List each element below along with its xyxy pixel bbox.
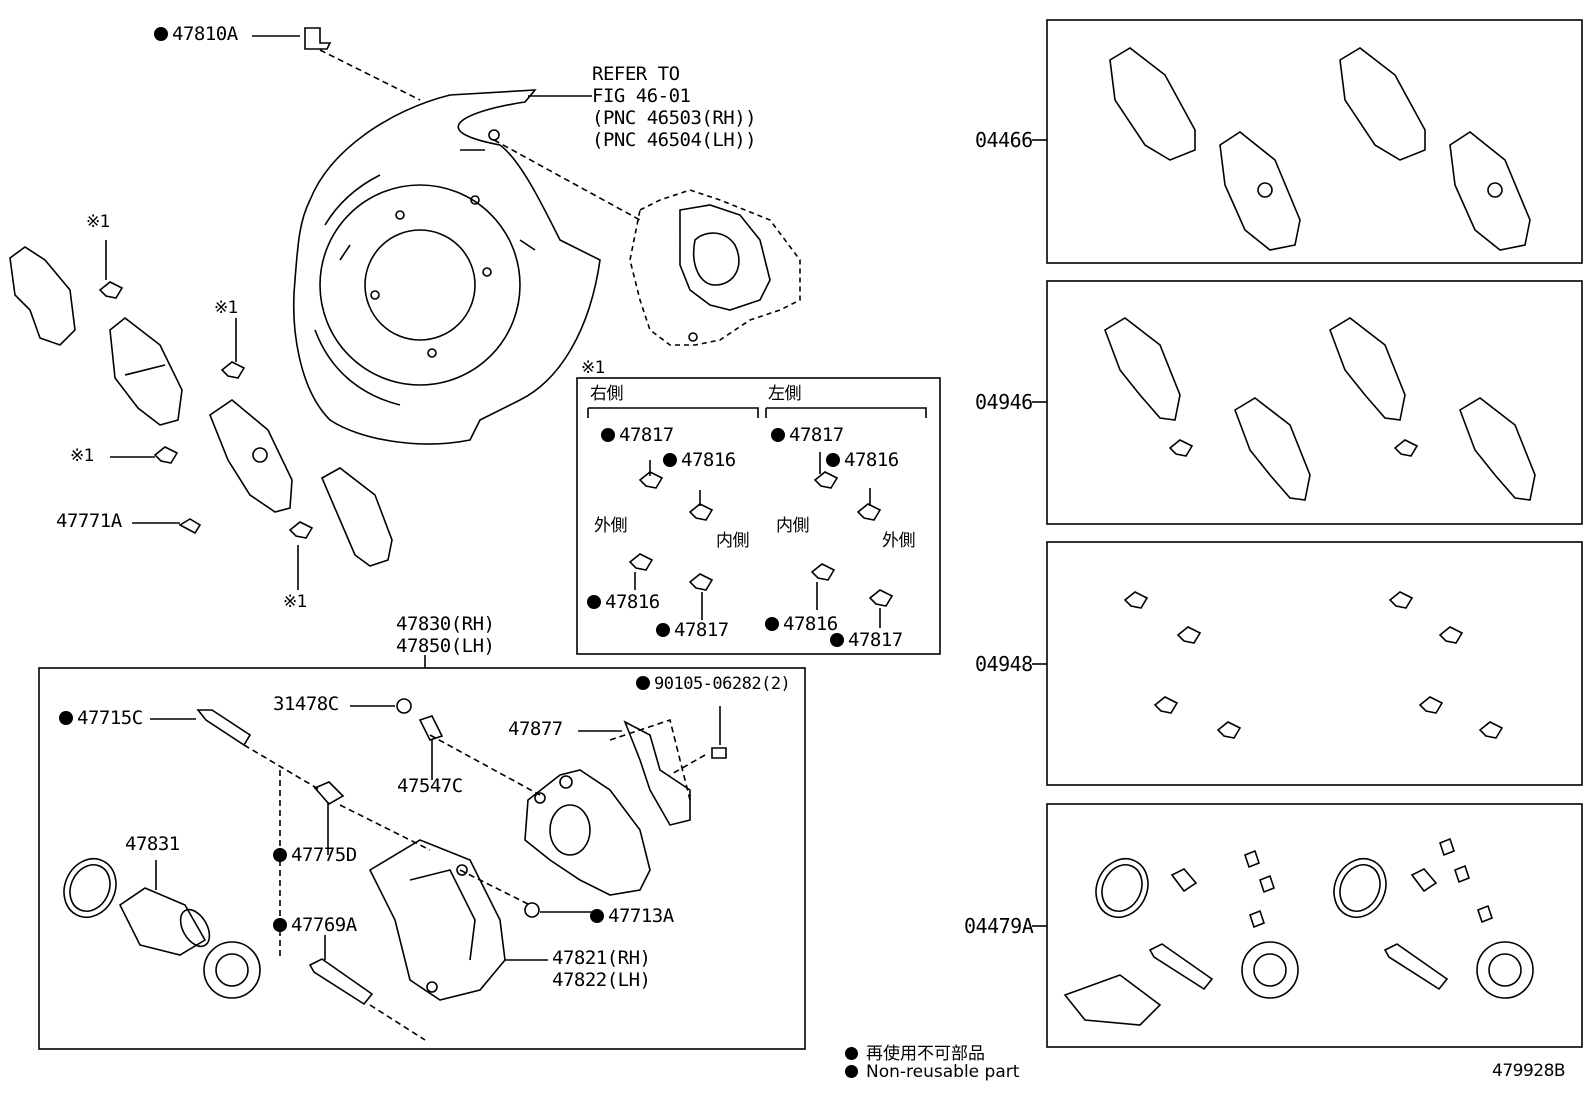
- kit-code-04946: 04946: [975, 390, 1033, 414]
- label-31478C: 31478C: [273, 693, 339, 715]
- inset-47816: 47816: [826, 450, 899, 470]
- figure-code: 479928B: [1492, 1061, 1566, 1081]
- inset-47817: 47817: [771, 425, 844, 445]
- inset-47817: 47817: [656, 620, 729, 640]
- label-47771A: 47771A: [56, 510, 122, 532]
- dust-cover-plate: [292, 89, 601, 445]
- label-47713A: 47713A: [590, 906, 674, 926]
- label-47830RH: 47830(RH): [396, 613, 495, 635]
- label-47769A: 47769A: [273, 915, 357, 935]
- legend-japanese: 再使用不可部品: [845, 1039, 985, 1064]
- label-47821RH: 47821(RH): [552, 947, 651, 969]
- label-47547C: 47547C: [397, 775, 463, 797]
- dust-boot-ring: [203, 941, 261, 999]
- inset-47816: 47816: [663, 450, 736, 470]
- label-47775D: 47775D: [273, 845, 357, 865]
- note-mark: ※1: [214, 298, 239, 318]
- label-47850LH: 47850(LH): [396, 635, 495, 657]
- kit-code-04948: 04948: [975, 652, 1033, 676]
- kit-code-04466: 04466: [975, 128, 1033, 152]
- inset-outer-label: 外側: [882, 531, 916, 551]
- inset-left-side: 左側: [768, 384, 802, 404]
- note-mark: ※1: [86, 212, 111, 232]
- refer-line-4: (PNC 46504(LH)): [592, 129, 757, 151]
- mount-bracket: [368, 839, 506, 1001]
- kit-04479A-seals: [1063, 837, 1534, 1026]
- pad-shim-left: [9, 246, 76, 346]
- caliper-boot: [313, 781, 345, 806]
- inset-note-mark: ※1: [581, 358, 606, 378]
- label-47831: 47831: [125, 833, 180, 855]
- label-47715C: 47715C: [59, 708, 143, 728]
- refer-line-3: (PNC 46503(RH)): [592, 107, 757, 129]
- inset-47817: 47817: [830, 630, 903, 650]
- note-mark: ※1: [283, 592, 308, 612]
- label-47810A: 47810A: [154, 24, 238, 44]
- inset-outer-label: 外側: [594, 516, 628, 536]
- pad-left-inner: [209, 398, 293, 513]
- pad-support-plate: [623, 720, 691, 826]
- caliper-assembly-frame: [38, 667, 806, 1050]
- inset-inner-label: 内側: [776, 516, 810, 536]
- piston-47831: [118, 887, 211, 956]
- legend-english: Non-reusable part: [845, 1062, 1019, 1082]
- piston-seal-ring: [63, 858, 117, 918]
- pin-bolt-47715C: [196, 709, 252, 747]
- kit-frame-04946: [1046, 280, 1583, 525]
- kit-frame-04948: [1046, 541, 1583, 786]
- inset-inner-label: 内側: [716, 531, 750, 551]
- kit-code-04479A: 04479A: [964, 914, 1034, 938]
- inset-right-side: 右側: [590, 384, 624, 404]
- kit-frame-04479A: [1046, 803, 1583, 1048]
- pad-left-outer: [109, 316, 183, 426]
- label-90105-06282: 90105-06282(2): [636, 674, 791, 694]
- kit-04466-pads: [1109, 47, 1531, 251]
- label-47877: 47877: [508, 718, 563, 740]
- kit-04948-clips: [1123, 591, 1504, 739]
- refer-line-2: FIG 46-01: [592, 85, 691, 107]
- kit-04946-shims: [1104, 317, 1536, 501]
- caliper-body: [524, 769, 651, 896]
- note-mark: ※1: [70, 446, 95, 466]
- inset-47817: 47817: [601, 425, 674, 445]
- label-47822LH: 47822(LH): [552, 969, 651, 991]
- guide-pin-47769A: [308, 958, 374, 1006]
- inset-47816: 47816: [587, 592, 660, 612]
- inset-47816: 47816: [765, 614, 838, 634]
- refer-line-1: REFER TO: [592, 63, 680, 85]
- caliper-outline-top: [629, 189, 801, 346]
- clip-inset-frame: [576, 377, 941, 655]
- pad-shim-right: [320, 467, 393, 567]
- kit-frame-04466: [1046, 19, 1583, 264]
